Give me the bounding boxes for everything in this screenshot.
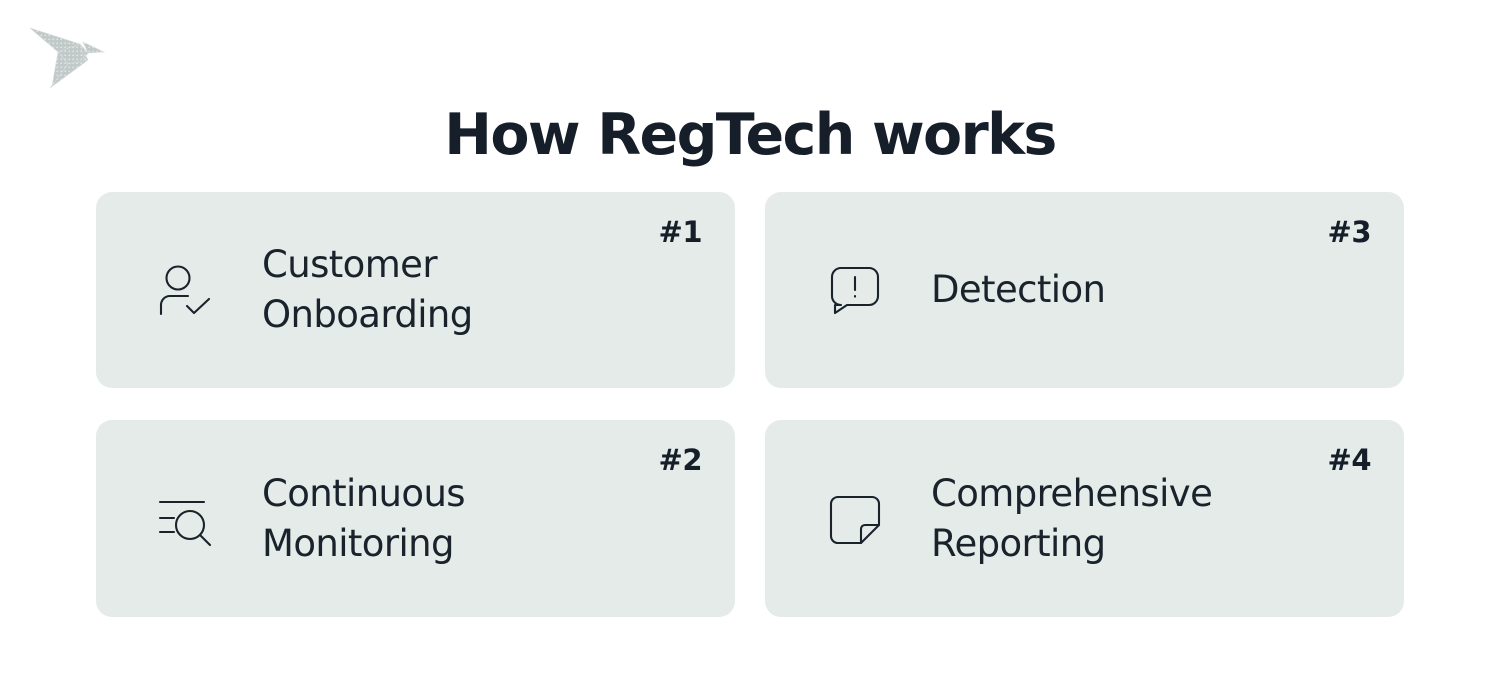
step-label: Detection	[931, 268, 1106, 311]
step-label: Comprehensive Reporting	[931, 471, 1213, 565]
document-folded-corner-icon	[819, 483, 891, 555]
origami-bird-logo	[28, 22, 114, 94]
alert-speech-bubble-icon	[819, 254, 891, 326]
step-card-continuous-monitoring[interactable]: #2 Continuous Monitoring	[96, 420, 735, 617]
step-badge: #3	[1327, 215, 1372, 249]
step-card-detection[interactable]: #3 Detection	[765, 192, 1404, 388]
step-label: Continuous Monitoring	[262, 471, 466, 565]
step-content: Customer Onboarding	[96, 192, 735, 388]
step-label: Customer Onboarding	[262, 243, 473, 336]
step-badge: #4	[1327, 443, 1372, 477]
page-title: How RegTech works	[444, 102, 1057, 169]
step-badge: #2	[658, 443, 703, 477]
list-search-icon	[150, 483, 222, 555]
step-card-customer-onboarding[interactable]: #1 Customer Onboarding	[96, 192, 735, 388]
step-card-comprehensive-reporting[interactable]: #4 Comprehensive Reporting	[765, 420, 1404, 617]
step-content: Continuous Monitoring	[96, 420, 735, 617]
user-check-icon	[150, 254, 222, 326]
step-content: Detection	[765, 192, 1404, 388]
step-content: Comprehensive Reporting	[765, 420, 1404, 617]
step-badge: #1	[658, 215, 703, 249]
steps-grid: #1 Customer Onboarding #3 Det	[96, 192, 1404, 617]
